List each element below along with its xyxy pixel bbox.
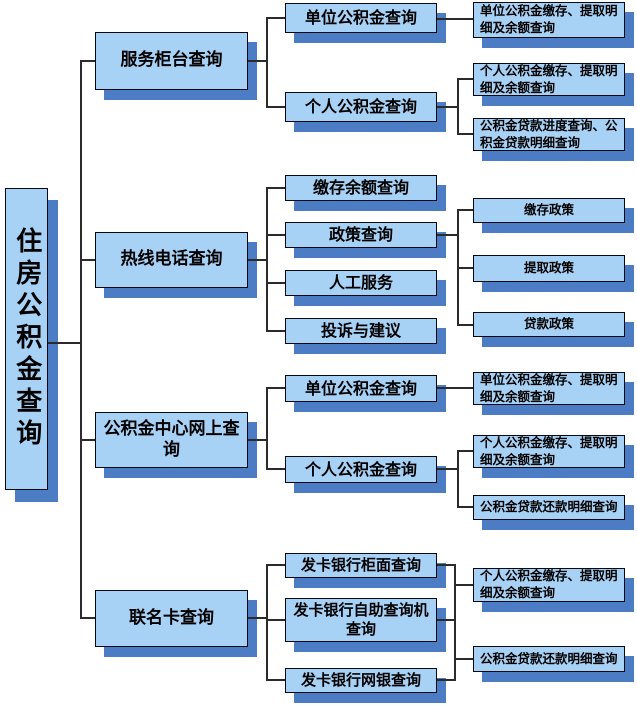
connector-line — [80, 60, 82, 619]
b3-child-unit-fund-query: 单位公积金查询 — [285, 375, 437, 402]
branch-center-online: 公积金中心网上查询 — [95, 412, 248, 468]
connector-line — [268, 106, 285, 108]
connector-line — [459, 78, 473, 80]
b4-leaf-loan-repayment-detail: 公积金贷款还款明细查询 — [473, 646, 625, 672]
connector-line — [459, 133, 473, 135]
b3-leaf-personal-deposit-withdraw-balance: 个人公积金缴存、提取明细及余额查询 — [473, 435, 625, 468]
connector-line — [80, 617, 96, 619]
b4-child-bank-counter-query: 发卡银行柜面查询 — [285, 553, 437, 578]
connector-line — [437, 619, 455, 621]
connector-line — [459, 209, 473, 211]
connector-line — [457, 78, 459, 135]
b3-leaf-loan-repayment-detail: 公积金贷款还款明细查询 — [473, 495, 625, 520]
connector-line — [80, 259, 96, 261]
connector-line — [248, 60, 267, 62]
branch-service-counter: 服务柜台查询 — [95, 32, 248, 90]
b4-child-bank-selfservice-query: 发卡银行自助查询机查询 — [285, 598, 437, 642]
b4-leaf-personal-deposit-withdraw-balance: 个人公积金缴存、提取明细及余额查询 — [473, 568, 625, 602]
branch-cobrand-card: 联名卡查询 — [95, 590, 248, 647]
connector-line — [454, 564, 456, 681]
b2-child-manual-service: 人工服务 — [285, 270, 437, 296]
b3-leaf-unit-deposit-withdraw-balance: 单位公积金缴存、提取明细及余额查询 — [473, 372, 625, 405]
connector-line — [248, 439, 267, 441]
b2-child-deposit-balance-query: 缴存余额查询 — [285, 175, 437, 201]
b3-child-personal-fund-query: 个人公积金查询 — [285, 456, 437, 483]
connector-line — [456, 658, 473, 660]
connector-line — [459, 324, 473, 326]
connector-line — [437, 679, 455, 681]
connector-line — [457, 209, 459, 326]
b2-leaf-withdraw-policy: 提取政策 — [473, 255, 625, 282]
branch-hotline-phone: 热线电话查询 — [95, 232, 248, 288]
connector-line — [248, 259, 267, 261]
b2-leaf-deposit-policy: 缴存政策 — [473, 198, 625, 223]
connector-line — [266, 387, 268, 470]
b1-leaf-unit-deposit-withdraw-balance: 单位公积金缴存、提取明细及余额查询 — [473, 2, 625, 38]
connector-line — [268, 330, 285, 332]
connector-line — [48, 342, 81, 344]
b1-child-personal-fund-query: 个人公积金查询 — [285, 92, 437, 122]
connector-line — [437, 234, 458, 236]
b1-leaf-personal-deposit-withdraw-balance: 个人公积金缴存、提取明细及余额查询 — [473, 63, 625, 96]
connector-line — [268, 387, 285, 389]
connector-line — [80, 60, 96, 62]
connector-line — [437, 468, 458, 470]
connector-line — [437, 564, 455, 566]
connector-line — [248, 617, 267, 619]
connector-line — [266, 17, 268, 108]
b2-leaf-loan-policy: 贷款政策 — [473, 312, 625, 337]
root-node-housing-fund-inquiry: 住房公积金查询 — [5, 188, 48, 490]
b1-child-unit-fund-query: 单位公积金查询 — [285, 3, 437, 33]
b2-child-policy-query: 政策查询 — [285, 222, 437, 248]
connector-line — [268, 234, 285, 236]
connector-line — [437, 106, 458, 108]
connector-line — [456, 584, 473, 586]
connector-line — [437, 387, 473, 389]
connector-line — [268, 187, 285, 189]
connector-line — [459, 450, 473, 452]
connector-line — [268, 282, 285, 284]
connector-line — [268, 17, 285, 19]
connector-line — [268, 619, 285, 621]
b4-child-bank-ebank-query: 发卡银行网银查询 — [285, 668, 437, 693]
b2-child-complaints-suggestions: 投诉与建议 — [285, 318, 437, 344]
connector-line — [457, 450, 459, 508]
connector-line — [80, 439, 96, 441]
connector-line — [268, 679, 285, 681]
connector-line — [459, 267, 473, 269]
connector-line — [437, 18, 473, 20]
connector-line — [266, 187, 268, 332]
connector-line — [268, 564, 285, 566]
connector-line — [459, 506, 473, 508]
connector-line — [266, 564, 268, 681]
b1-leaf-loan-progress-detail: 公积金贷款进度查询、公积金贷款明细查询 — [473, 118, 625, 151]
connector-line — [268, 468, 285, 470]
